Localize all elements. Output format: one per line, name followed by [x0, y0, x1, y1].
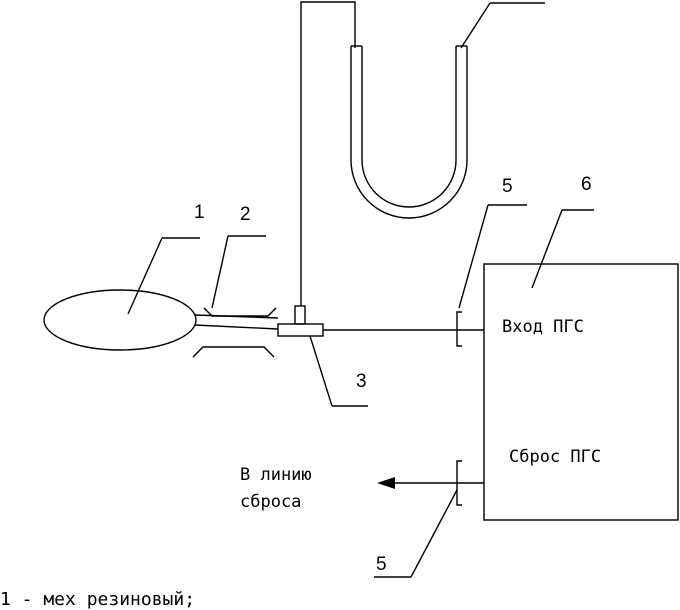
discharge-line-label-1: В линию: [240, 465, 312, 485]
leader-5-top: [458, 204, 489, 309]
gas-device-box: [483, 263, 679, 521]
tee-body: [277, 323, 324, 337]
discharge-arrow-head: [377, 477, 395, 489]
leader-1: [127, 237, 163, 315]
rubber-bellows: [43, 289, 197, 351]
leader-2: [211, 235, 229, 309]
outlet-fitting: [456, 460, 462, 506]
discharge-line-label-2: сброса: [240, 492, 301, 512]
label-3: 3: [356, 371, 367, 392]
leader-5-bottom: [410, 489, 458, 578]
label-5-top: 5: [502, 176, 513, 197]
tee-branch: [294, 305, 306, 325]
label-5-bottom: 5: [376, 554, 387, 575]
device-outlet-label: Сброс ПГС: [509, 447, 601, 467]
device-inlet-label: Вход ПГС: [502, 317, 584, 337]
inlet-fitting: [456, 311, 462, 347]
leader-6: [531, 209, 563, 289]
caption-line-1: 1 - мех резиновый;: [0, 589, 195, 610]
label-2: 2: [240, 204, 251, 225]
label-6: 6: [581, 174, 592, 195]
clamp-lower: [192, 346, 275, 358]
label-1: 1: [194, 202, 205, 223]
tube-bellows-to-tee-lower: [194, 324, 279, 330]
u-tube-manometer-inner: [361, 46, 457, 208]
clamp-upper: [203, 307, 277, 317]
u-tube-manometer-outer: [350, 46, 468, 219]
leader-3: [309, 335, 333, 407]
manometer-right-lead: [460, 2, 491, 49]
tube-tee-to-manometer: [300, 1, 356, 306]
